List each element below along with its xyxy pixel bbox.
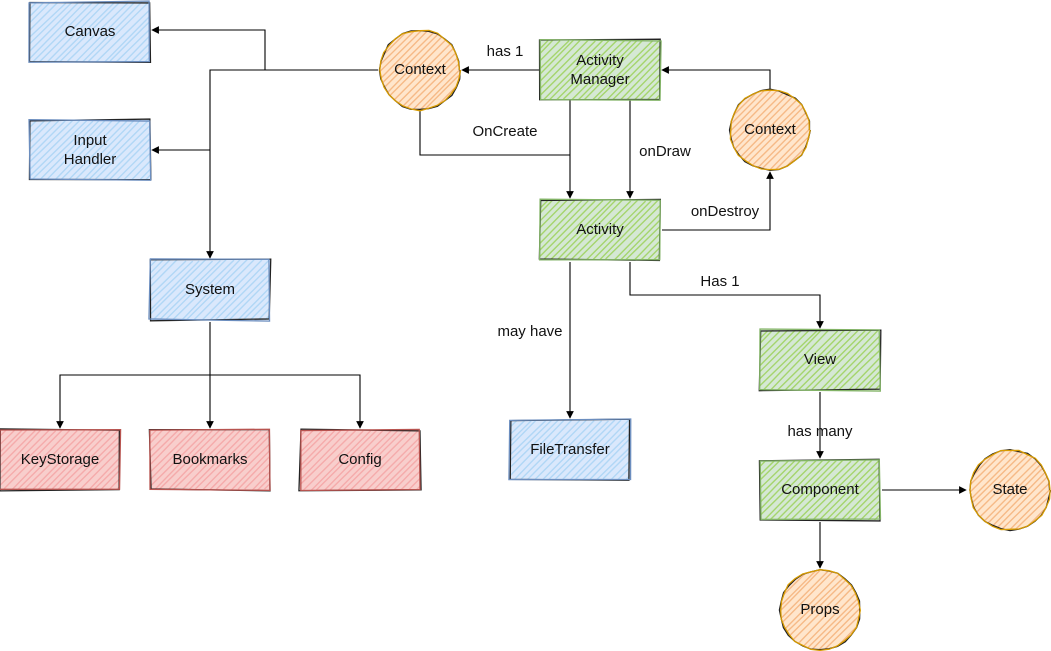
edge-label-ondestroy: onDestroy <box>691 203 760 220</box>
node-view[interactable]: View <box>701 328 998 392</box>
edge-label-has-many: has many <box>787 423 853 440</box>
node-hatch <box>540 40 660 100</box>
node-bookmarks[interactable]: Bookmarks <box>90 428 387 492</box>
node-label: KeyStorage <box>21 451 99 468</box>
node-label: State <box>992 481 1027 498</box>
edge-label-oncreate: OnCreate <box>472 123 537 140</box>
node-label: Component <box>781 481 859 498</box>
node-border <box>759 328 881 392</box>
node-system[interactable]: System <box>90 258 388 322</box>
node-hatch <box>150 260 270 320</box>
node-label: Context <box>744 121 797 138</box>
node-hatch <box>0 430 120 490</box>
node-label: System <box>185 281 235 298</box>
node-label: Activity <box>576 221 624 238</box>
node-props[interactable]: Props <box>699 569 1017 651</box>
edges <box>56 26 967 569</box>
edge-oncreate <box>419 110 570 156</box>
node-border <box>729 89 811 171</box>
node-label: Context <box>394 61 447 78</box>
node-config[interactable]: Config <box>240 428 538 492</box>
node-filetransfer[interactable]: FileTransfer <box>450 418 747 481</box>
node-canvas[interactable]: Canvas <box>0 0 267 63</box>
edge-context-to-canvas <box>151 26 266 70</box>
edge-labels: has 1 OnCreate onDraw onDestroy Has 1 ma… <box>472 43 853 440</box>
node-component[interactable]: Component <box>700 458 997 522</box>
node-border <box>0 429 122 490</box>
node-label: Bookmarks <box>172 451 247 468</box>
node-border <box>508 418 632 481</box>
node-border <box>149 428 271 491</box>
edge-label-may-have: may have <box>497 323 562 340</box>
node-border <box>780 569 862 651</box>
node-hatch <box>540 200 660 260</box>
node-border <box>759 459 882 521</box>
edge-ondestroy <box>662 171 774 231</box>
edge-system-to-keystorage <box>56 374 210 429</box>
node-hatch <box>510 420 630 480</box>
node-border <box>28 119 152 181</box>
node-hatch <box>380 30 460 110</box>
edge-label-has-1: has 1 <box>487 43 524 60</box>
node-label: Props <box>800 601 839 618</box>
node-label: View <box>804 351 836 368</box>
node-border <box>969 449 1051 531</box>
edge-label-has-1-view: Has 1 <box>700 273 739 290</box>
node-hatch <box>30 2 150 62</box>
node-context-left[interactable]: Context <box>300 29 619 112</box>
node-border <box>300 428 421 492</box>
edge-has-1-view <box>629 262 824 329</box>
node-hatch <box>150 430 270 490</box>
node-border <box>148 258 271 322</box>
node-hatch <box>300 430 420 490</box>
node-label: FileTransfer <box>530 441 609 458</box>
node-label: Config <box>338 451 381 468</box>
node-activity[interactable]: Activity <box>479 198 777 262</box>
node-keystorage[interactable]: KeyStorage <box>0 428 237 492</box>
edge-context-to-system <box>206 69 378 259</box>
node-hatch <box>760 460 880 520</box>
node-context-right[interactable]: Context <box>650 88 968 172</box>
node-hatch <box>760 330 880 390</box>
node-hatch <box>30 120 150 180</box>
node-border <box>379 29 462 112</box>
node-hatch <box>780 570 860 650</box>
edge-label-ondraw: onDraw <box>639 143 691 160</box>
node-hatch <box>730 90 810 170</box>
node-state[interactable]: State <box>890 449 1051 532</box>
edge-system-to-config <box>210 374 364 429</box>
node-hatch <box>970 450 1050 530</box>
node-label: Canvas <box>65 23 116 40</box>
node-border <box>539 38 662 101</box>
node-border <box>538 198 661 261</box>
node-border <box>28 0 150 63</box>
